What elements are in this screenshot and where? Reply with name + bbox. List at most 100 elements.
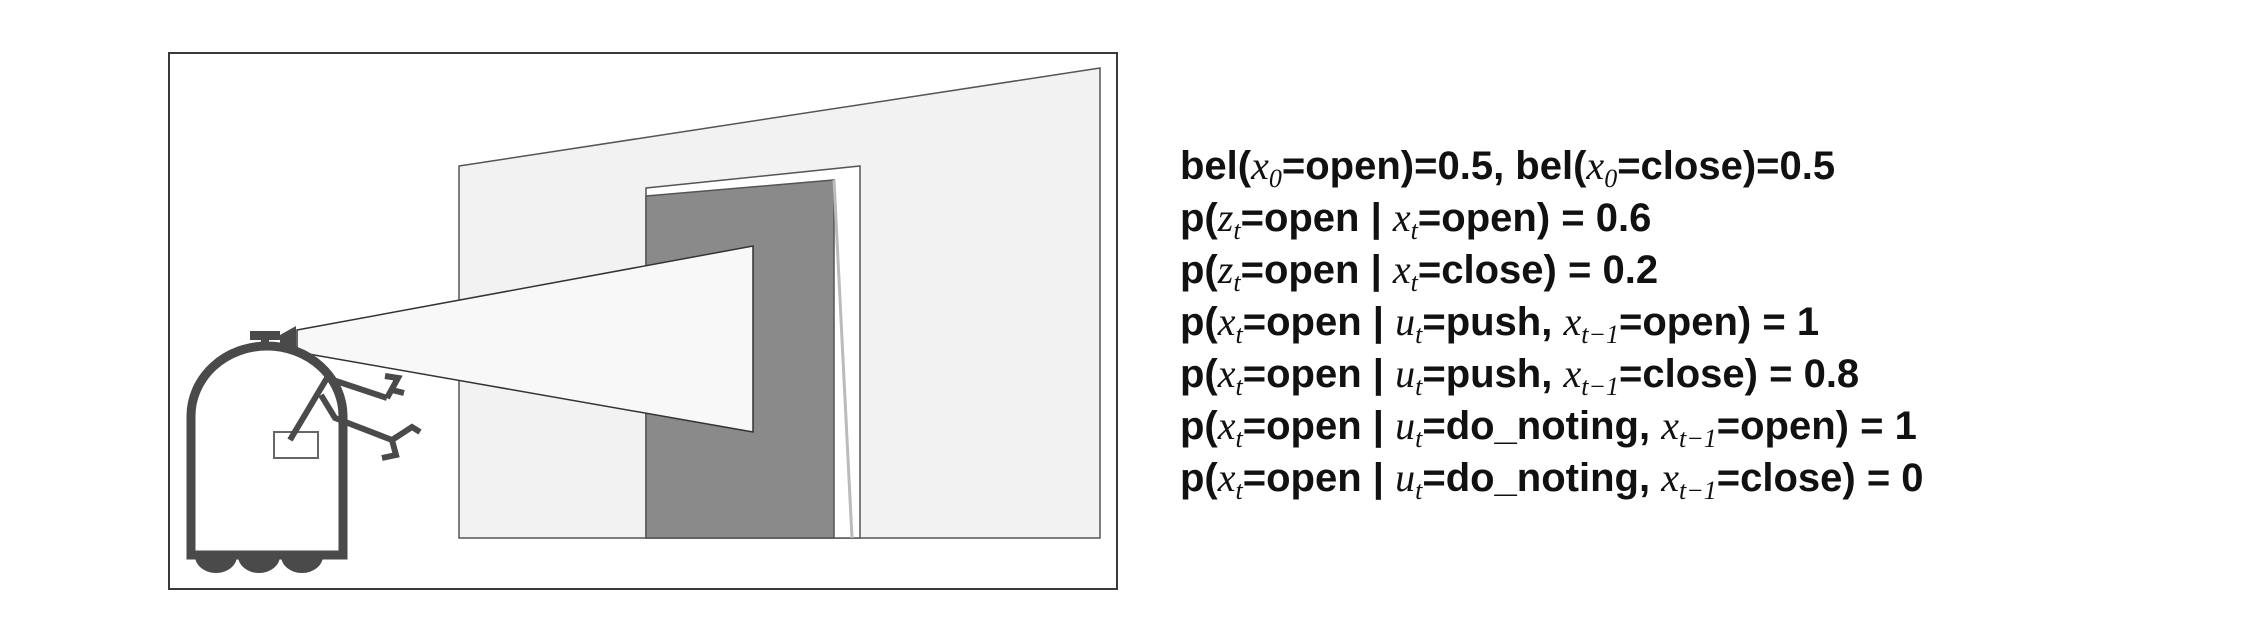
math-variable: xt bbox=[1392, 195, 1418, 243]
math-variable: xt−1 bbox=[1563, 299, 1619, 347]
variable-symbol: x bbox=[1586, 143, 1605, 188]
equation-text: =close) = 0.2 bbox=[1417, 248, 1659, 292]
variable-subscript: t bbox=[1410, 267, 1418, 297]
equation-text: =open | bbox=[1240, 248, 1393, 292]
variable-symbol: x bbox=[1217, 351, 1236, 396]
robot-gripper-lower bbox=[390, 423, 422, 443]
variable-subscript: t−1 bbox=[1678, 475, 1717, 505]
equation-text: =push, bbox=[1422, 300, 1564, 344]
math-variable: xt bbox=[1392, 247, 1418, 295]
equation-line-4: p(xt=open | ut=push, xt−1=open) = 1 bbox=[1180, 296, 1924, 348]
equation-text: =open) = 1 bbox=[1716, 404, 1917, 448]
math-variable: xt bbox=[1217, 455, 1243, 503]
variable-symbol: x bbox=[1217, 455, 1236, 500]
variable-subscript: 0 bbox=[1604, 163, 1618, 193]
equation-line-5: p(xt=open | ut=push, xt−1=close) = 0.8 bbox=[1180, 348, 1924, 400]
variable-subscript: t bbox=[1235, 475, 1243, 505]
variable-symbol: x bbox=[1392, 247, 1411, 292]
equation-text: p( bbox=[1180, 404, 1218, 448]
variable-subscript: t bbox=[1410, 215, 1418, 245]
equation-text: =open | bbox=[1242, 456, 1396, 500]
equation-text: p( bbox=[1180, 196, 1218, 240]
math-variable: ut bbox=[1395, 351, 1422, 399]
variable-symbol: u bbox=[1395, 455, 1416, 500]
equation-text: =close) = 0 bbox=[1716, 456, 1924, 500]
equation-text: =open | bbox=[1242, 352, 1396, 396]
variable-subscript: 0 bbox=[1268, 163, 1282, 193]
math-variable: x0 bbox=[1251, 143, 1282, 191]
math-variable: ut bbox=[1395, 299, 1422, 347]
equation-text: =open | bbox=[1242, 300, 1396, 344]
variable-subscript: t bbox=[1415, 371, 1423, 401]
equation-text: p( bbox=[1180, 456, 1218, 500]
robot-body bbox=[186, 341, 348, 560]
robot-wheel-2 bbox=[238, 556, 280, 573]
sensor-beam-icon bbox=[296, 245, 754, 433]
variable-symbol: u bbox=[1395, 403, 1416, 448]
variable-symbol: u bbox=[1395, 299, 1416, 344]
variable-symbol: z bbox=[1217, 247, 1234, 292]
variable-subscript: t bbox=[1235, 371, 1243, 401]
variable-symbol: x bbox=[1217, 403, 1236, 448]
robot-sensor-mount bbox=[250, 331, 280, 340]
variable-symbol: x bbox=[1661, 455, 1679, 500]
robot-wheel-3 bbox=[281, 556, 323, 573]
equation-line-2: p(zt=open | xt=open) = 0.6 bbox=[1180, 192, 1924, 244]
math-variable: ut bbox=[1395, 455, 1422, 503]
robot-panel bbox=[273, 431, 319, 459]
equation-text: =open)=0.5, bel( bbox=[1281, 144, 1587, 188]
variable-symbol: x bbox=[1563, 299, 1582, 344]
equation-text: =do_noting, bbox=[1422, 404, 1662, 448]
variable-subscript: t bbox=[1233, 215, 1241, 245]
variable-subscript: t bbox=[1235, 423, 1243, 453]
variable-subscript: t−1 bbox=[1581, 371, 1620, 401]
robot-gripper-upper-tip bbox=[391, 387, 405, 396]
math-variable: xt−1 bbox=[1563, 351, 1619, 399]
door-edge bbox=[832, 179, 854, 539]
equation-text: =open | bbox=[1242, 404, 1396, 448]
math-variable: x0 bbox=[1586, 143, 1617, 191]
math-variable: zt bbox=[1217, 247, 1241, 295]
equation-text: bel( bbox=[1180, 144, 1252, 188]
equation-text: =open | bbox=[1240, 196, 1393, 240]
equation-text: =open) = 0.6 bbox=[1417, 196, 1652, 240]
variable-symbol: x bbox=[1661, 403, 1679, 448]
math-variable: xt−1 bbox=[1661, 403, 1717, 451]
variable-subscript: t bbox=[1233, 267, 1241, 297]
equation-text: =push, bbox=[1422, 352, 1564, 396]
math-variable: ut bbox=[1395, 403, 1422, 451]
variable-symbol: z bbox=[1217, 195, 1234, 240]
equation-text: =close)=0.5 bbox=[1617, 144, 1836, 188]
math-variable: xt bbox=[1217, 351, 1243, 399]
variable-subscript: t bbox=[1415, 423, 1423, 453]
equation-text: p( bbox=[1180, 248, 1218, 292]
variable-symbol: u bbox=[1395, 351, 1416, 396]
equation-line-3: p(zt=open | xt=close) = 0.2 bbox=[1180, 244, 1924, 296]
equation-text: =open) = 1 bbox=[1619, 300, 1820, 344]
equation-line-1: bel(x0=open)=0.5, bel(x0=close)=0.5 bbox=[1180, 140, 1924, 192]
math-variable: xt−1 bbox=[1661, 455, 1717, 503]
robot-icon bbox=[186, 326, 422, 573]
math-variable: xt bbox=[1217, 299, 1243, 347]
robot-gripper-upper bbox=[384, 373, 403, 400]
equation-text: p( bbox=[1180, 300, 1218, 344]
variable-symbol: x bbox=[1563, 351, 1582, 396]
variable-subscript: t−1 bbox=[1678, 423, 1717, 453]
equation-line-6: p(xt=open | ut=do_noting, xt−1=open) = 1 bbox=[1180, 400, 1924, 452]
math-variable: xt bbox=[1217, 403, 1243, 451]
robot-wheel-1 bbox=[195, 556, 237, 573]
equation-text: =close) = 0.8 bbox=[1619, 352, 1860, 396]
variable-symbol: x bbox=[1392, 195, 1411, 240]
equation-text: =do_noting, bbox=[1422, 456, 1662, 500]
math-variable: zt bbox=[1217, 195, 1241, 243]
robot-gripper-lower-tip bbox=[381, 439, 400, 461]
equation-line-7: p(xt=open | ut=do_noting, xt−1=close) = … bbox=[1180, 452, 1924, 504]
variable-symbol: x bbox=[1217, 299, 1236, 344]
equation-text: p( bbox=[1180, 352, 1218, 396]
robot-arm-upper bbox=[287, 374, 388, 442]
variable-subscript: t bbox=[1235, 319, 1243, 349]
robot-arm-lower bbox=[318, 393, 394, 443]
variable-subscript: t bbox=[1415, 319, 1423, 349]
